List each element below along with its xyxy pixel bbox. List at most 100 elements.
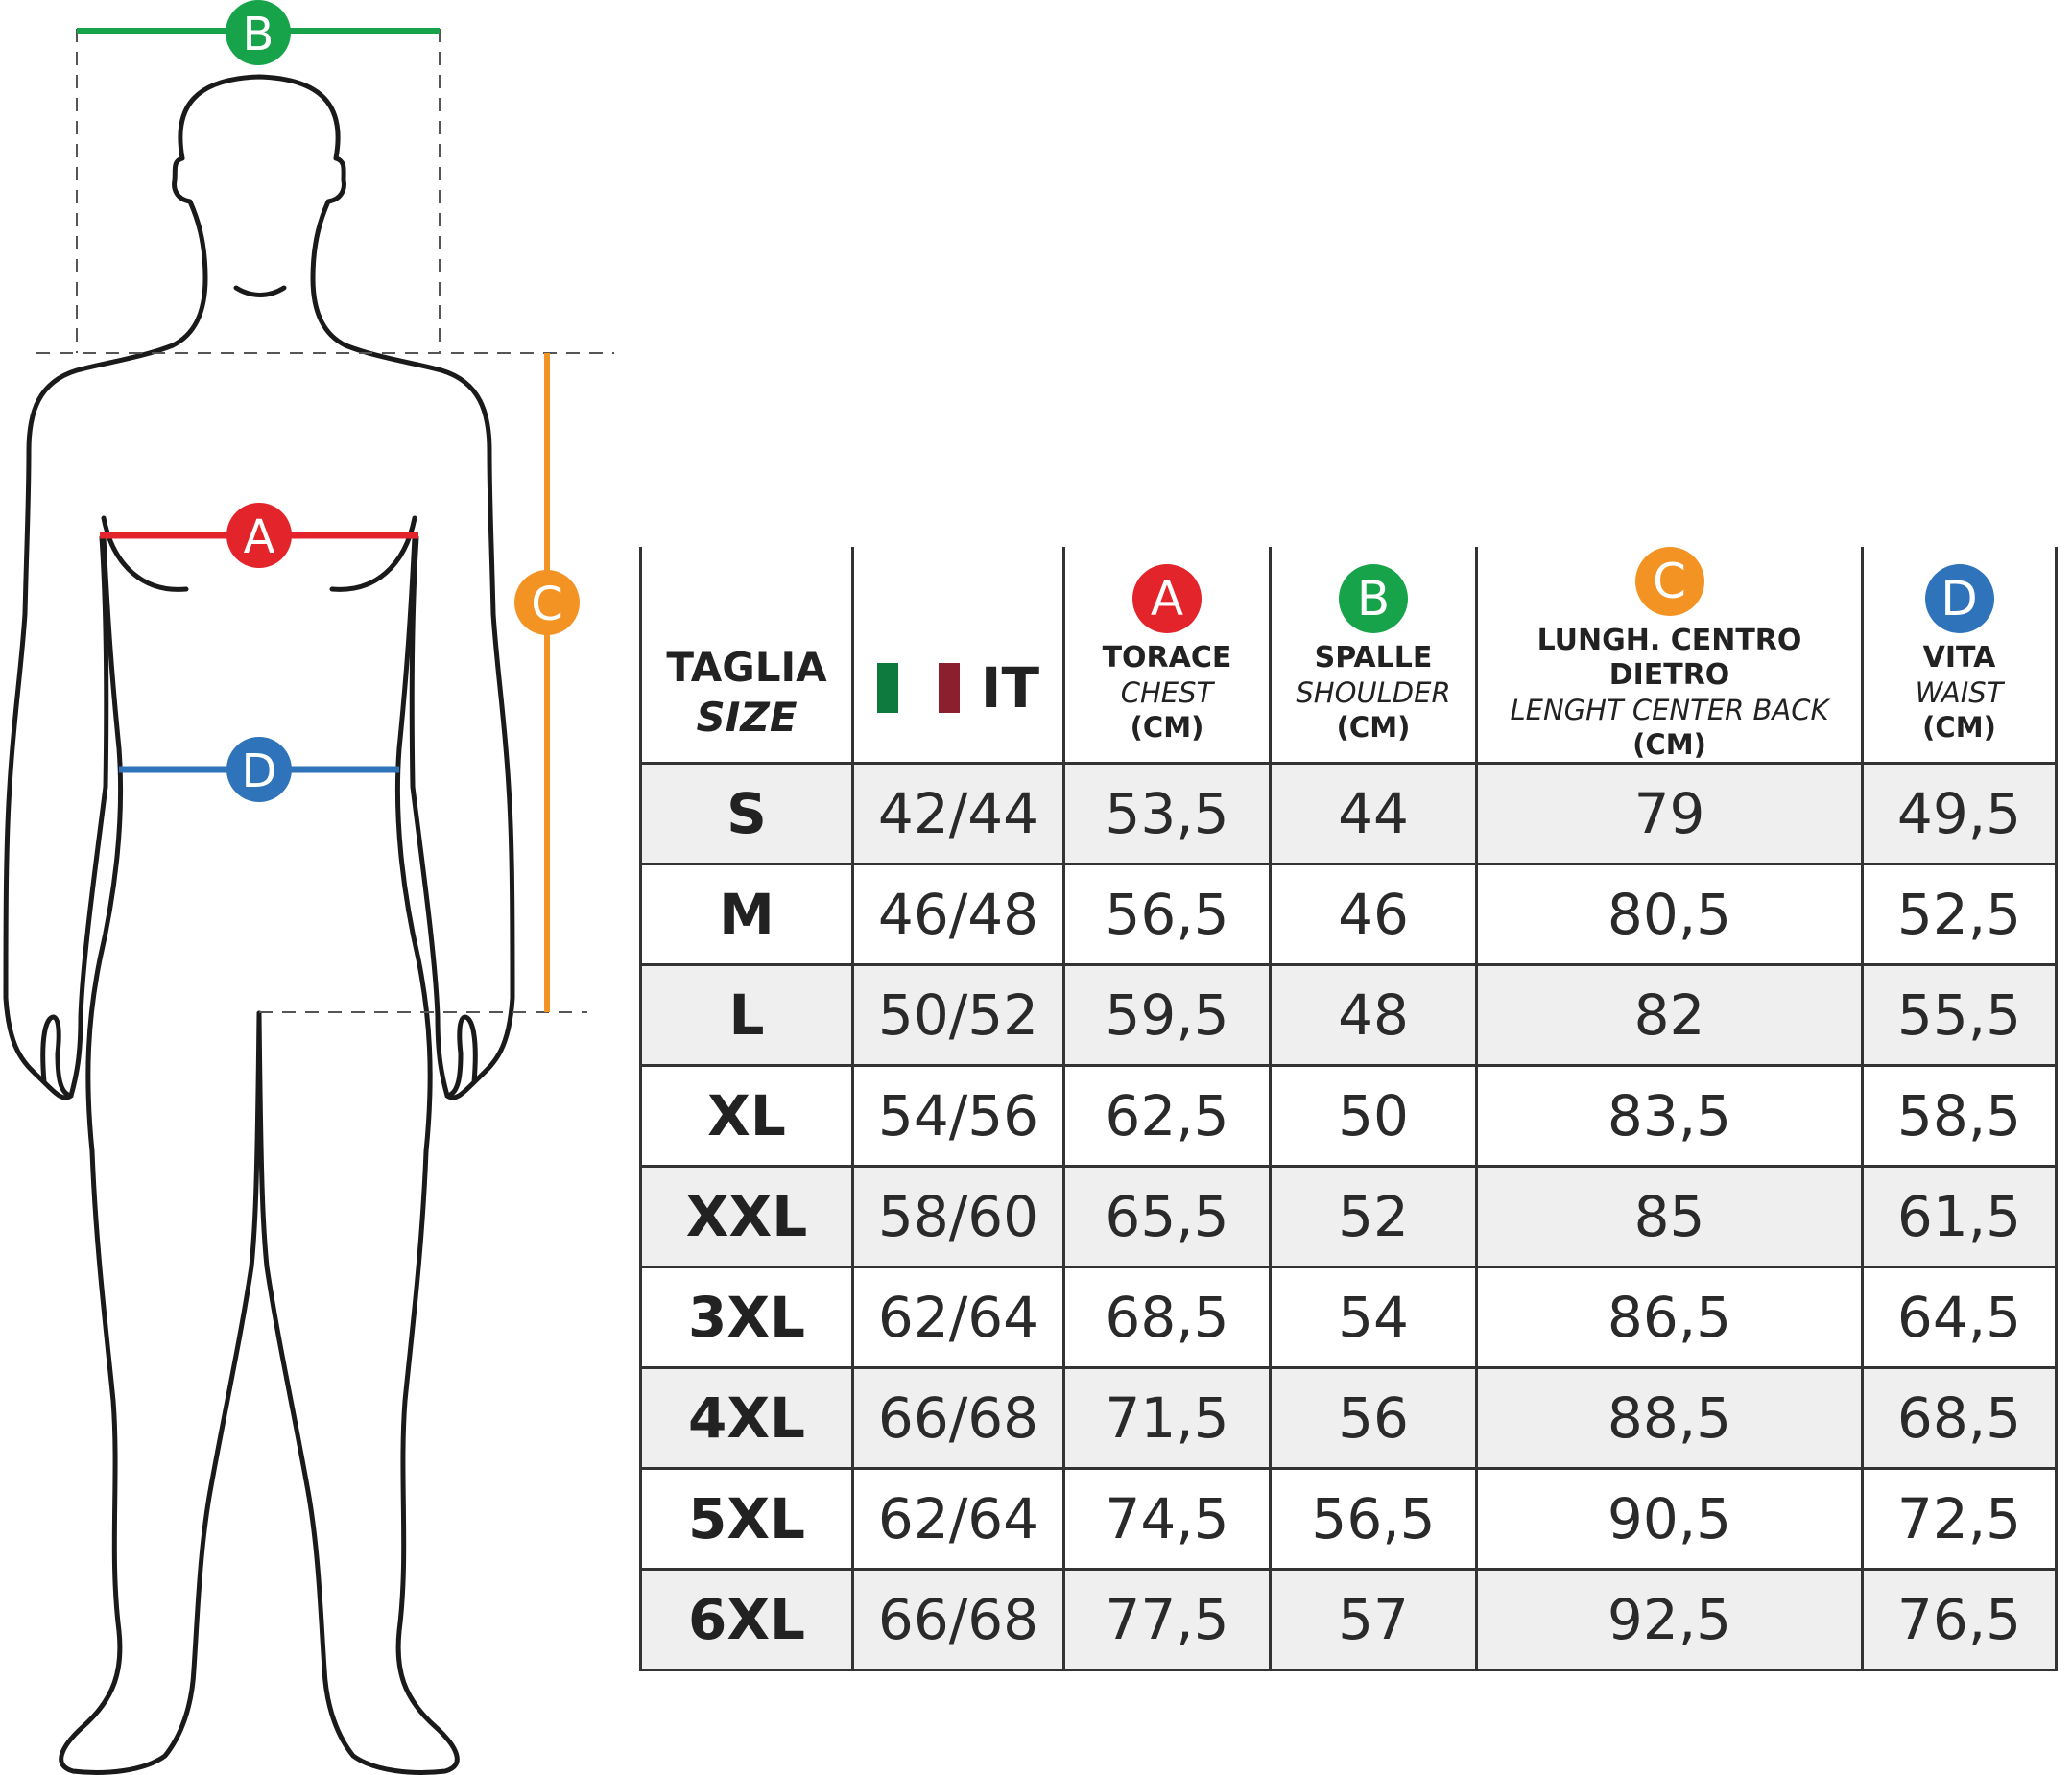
shoulder-cell: 57 <box>1269 1568 1477 1671</box>
body-measurement-figure: B A D C <box>3 0 614 1775</box>
table-row: 6XL 66/68 77,5 57 92,5 76,5 <box>639 1568 2058 1671</box>
header-length-sub: LENGHT CENTER BACK <box>1510 694 1829 726</box>
header-shoulder: B SPALLE SHOULDER (CM) <box>1269 547 1477 765</box>
header-length-unit: (CM) <box>1632 728 1706 761</box>
shoulder-cell: 50 <box>1269 1064 1477 1168</box>
length-cell: 90,5 <box>1475 1467 1863 1571</box>
marker-a-letter: A <box>244 510 275 564</box>
chest-cell: 77,5 <box>1062 1568 1271 1671</box>
marker-c-badge: C <box>1634 547 1704 616</box>
shoulder-cell: 48 <box>1269 963 1477 1067</box>
chest-cell: 68,5 <box>1062 1266 1271 1369</box>
marker-b-shoulder: B <box>77 0 440 65</box>
it-cell: 42/44 <box>851 762 1064 865</box>
it-cell: 54/56 <box>851 1064 1064 1168</box>
it-cell: 66/68 <box>851 1568 1064 1671</box>
table-body: S 42/44 53,5 44 79 49,5 M 46/48 56,5 46 … <box>639 762 2058 1671</box>
size-cell: 3XL <box>639 1266 853 1369</box>
size-cell: 5XL <box>639 1467 853 1571</box>
table-row: 3XL 62/64 68,5 54 86,5 64,5 <box>639 1266 2058 1369</box>
it-cell: 46/48 <box>851 863 1064 966</box>
waist-cell: 68,5 <box>1861 1366 2058 1470</box>
header-shoulder-main: SPALLE <box>1314 641 1433 674</box>
marker-a-circle <box>226 503 292 568</box>
header-chest-main: TORACE <box>1102 641 1232 674</box>
marker-c-length: C <box>514 353 580 1012</box>
chest-cell: 59,5 <box>1062 963 1271 1067</box>
waist-cell: 49,5 <box>1861 762 2058 865</box>
italy-flag-icon <box>876 663 960 713</box>
header-shoulder-unit: (CM) <box>1336 711 1411 744</box>
guide-lines <box>36 29 614 1013</box>
shoulder-cell: 56 <box>1269 1366 1477 1470</box>
length-cell: 85 <box>1475 1165 1863 1268</box>
marker-a-badge: A <box>1132 564 1202 633</box>
it-cell: 66/68 <box>851 1366 1064 1470</box>
size-cell: XL <box>639 1064 853 1168</box>
marker-a-chest: A <box>100 503 418 568</box>
marker-c-circle <box>514 570 580 635</box>
length-cell: 88,5 <box>1475 1366 1863 1470</box>
chest-cell: 74,5 <box>1062 1467 1271 1571</box>
header-waist-unit: (CM) <box>1922 711 1996 744</box>
table-row: M 46/48 56,5 46 80,5 52,5 <box>639 863 2058 966</box>
waist-cell: 58,5 <box>1861 1064 2058 1168</box>
waist-cell: 64,5 <box>1861 1266 2058 1369</box>
size-cell: S <box>639 762 853 865</box>
size-cell: L <box>639 963 853 1067</box>
header-chest-sub: CHEST <box>1120 676 1214 709</box>
it-cell: 50/52 <box>851 963 1064 1067</box>
header-size-sub: SIZE <box>696 694 798 741</box>
length-cell: 83,5 <box>1475 1064 1863 1168</box>
marker-b-badge: B <box>1339 564 1408 633</box>
table-row: L 50/52 59,5 48 82 55,5 <box>639 963 2058 1067</box>
shoulder-cell: 54 <box>1269 1266 1477 1369</box>
waist-cell: 61,5 <box>1861 1165 2058 1268</box>
length-cell: 79 <box>1475 762 1863 865</box>
header-length-main: LUNGH. CENTRO DIETRO <box>1536 624 1802 692</box>
table-row: XXL 58/60 65,5 52 85 61,5 <box>639 1165 2058 1268</box>
it-cell: 62/64 <box>851 1467 1064 1571</box>
size-cell: M <box>639 863 853 966</box>
marker-b-letter: B <box>243 8 274 61</box>
header-waist: D VITA WAIST (CM) <box>1861 547 2058 765</box>
shoulder-cell: 56,5 <box>1269 1467 1477 1571</box>
header-it: IT <box>851 547 1064 765</box>
size-cell: XXL <box>639 1165 853 1268</box>
it-cell: 58/60 <box>851 1165 1064 1268</box>
chest-cell: 56,5 <box>1062 863 1271 966</box>
chest-cell: 71,5 <box>1062 1366 1271 1470</box>
chest-cell: 62,5 <box>1062 1064 1271 1168</box>
shoulder-cell: 44 <box>1269 762 1477 865</box>
header-size-main: TAGLIA <box>666 644 827 691</box>
size-cell: 4XL <box>639 1366 853 1470</box>
size-table: TAGLIA SIZE IT A TORACE CHEST (CM) B <box>639 547 2058 1671</box>
shoulder-cell: 46 <box>1269 863 1477 966</box>
header-size: TAGLIA SIZE <box>639 547 853 765</box>
waist-cell: 52,5 <box>1861 863 2058 966</box>
marker-d-badge: D <box>1924 564 1994 633</box>
waist-cell: 76,5 <box>1861 1568 2058 1671</box>
table-row: S 42/44 53,5 44 79 49,5 <box>639 762 2058 865</box>
waist-cell: 55,5 <box>1861 963 2058 1067</box>
it-cell: 62/64 <box>851 1266 1064 1369</box>
length-cell: 80,5 <box>1475 863 1863 966</box>
header-waist-main: VITA <box>1922 641 1996 674</box>
header-length: C LUNGH. CENTRO DIETRO LENGHT CENTER BAC… <box>1475 547 1863 765</box>
table-row: 5XL 62/64 74,5 56,5 90,5 72,5 <box>639 1467 2058 1571</box>
chest-cell: 53,5 <box>1062 762 1271 865</box>
marker-c-letter: C <box>531 578 563 631</box>
table-header: TAGLIA SIZE IT A TORACE CHEST (CM) B <box>639 547 2058 765</box>
table-row: 4XL 66/68 71,5 56 88,5 68,5 <box>639 1366 2058 1470</box>
chest-cell: 65,5 <box>1062 1165 1271 1268</box>
table-row: XL 54/56 62,5 50 83,5 58,5 <box>639 1064 2058 1168</box>
header-waist-sub: WAIST <box>1915 676 2004 709</box>
marker-d-waist: D <box>119 737 399 802</box>
length-cell: 92,5 <box>1475 1568 1863 1671</box>
header-shoulder-sub: SHOULDER <box>1296 676 1451 709</box>
header-chest: A TORACE CHEST (CM) <box>1062 547 1271 765</box>
size-cell: 6XL <box>639 1568 853 1671</box>
length-cell: 86,5 <box>1475 1266 1863 1369</box>
header-chest-unit: (CM) <box>1130 711 1204 744</box>
body-silhouette <box>3 74 515 1775</box>
